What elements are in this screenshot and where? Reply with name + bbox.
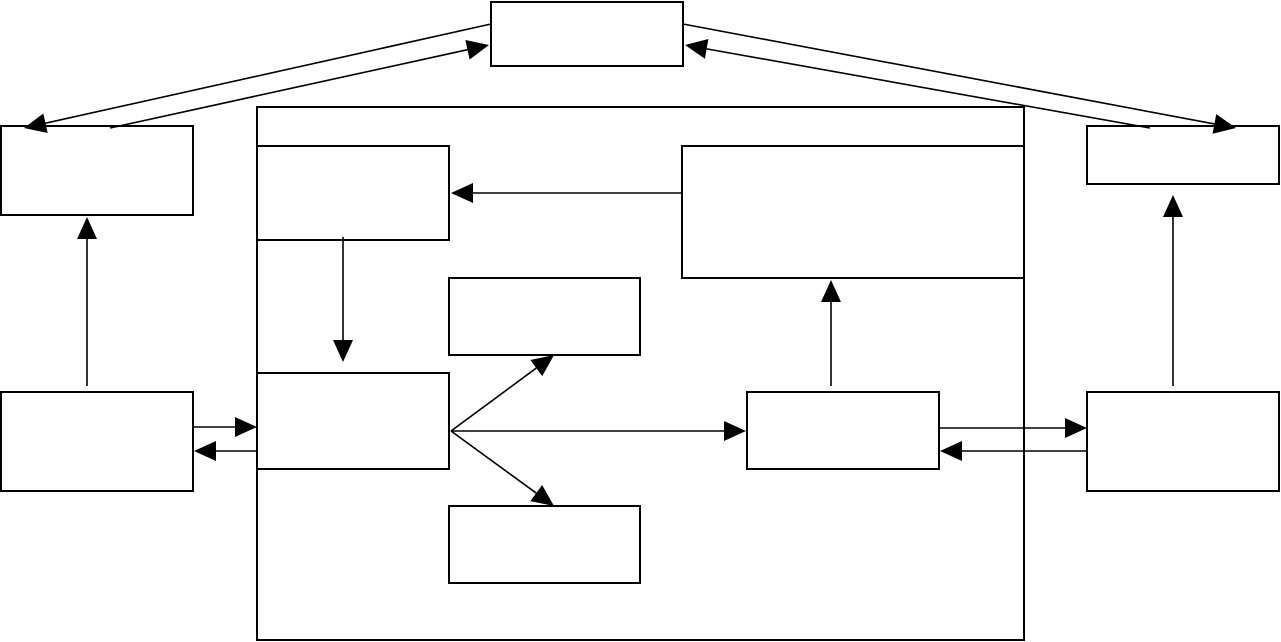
arrowhead-icon	[530, 484, 554, 506]
arrow-right-bottom-box-to-right-top-box	[1163, 195, 1183, 386]
left-top-box	[0, 125, 194, 216]
arrowhead-icon	[940, 441, 962, 461]
arrowhead-icon	[333, 340, 353, 362]
arrowhead-icon	[451, 183, 473, 203]
inner-top-left-box	[256, 145, 450, 241]
arrowhead-icon	[821, 280, 841, 302]
arrow-inner-central-box-to-left-bottom-box	[194, 441, 257, 461]
arrow-inner-central-box-to-inner-bottom-box	[450, 430, 554, 506]
arrow-line	[109, 48, 468, 129]
arrowhead-icon	[235, 417, 257, 437]
inner-mid-box-frame	[448, 277, 641, 356]
right-top-box	[1086, 125, 1280, 185]
arrow-line	[706, 48, 1151, 129]
inner-right-box	[746, 391, 940, 470]
left-bottom-box	[0, 391, 194, 492]
inner-bottom-box-frame	[448, 505, 641, 584]
arrow-line	[450, 430, 537, 494]
inner-mid-box	[448, 277, 641, 356]
arrowhead-icon	[1212, 114, 1236, 134]
arrow-right-bottom-box-to-inner-right-box	[940, 441, 1087, 461]
top-box-frame	[490, 1, 684, 67]
arrow-inner-central-box-to-inner-mid-box	[450, 355, 554, 432]
right-bottom-box	[1086, 391, 1280, 492]
top-box	[490, 1, 684, 67]
arrowhead-icon	[724, 421, 746, 441]
arrowhead-icon	[530, 355, 554, 377]
arrow-inner-top-left-box-to-inner-central-box	[333, 237, 353, 362]
inner-bottom-box	[448, 505, 641, 584]
arrowhead-icon	[685, 39, 709, 59]
right-top-box-frame	[1086, 125, 1280, 185]
arrowhead-icon	[1065, 418, 1087, 438]
arrow-top-box-to-left-top-box	[24, 23, 492, 133]
left-bottom-box-frame	[0, 391, 194, 492]
inner-central-box	[256, 372, 450, 470]
inner-right-box-frame	[746, 391, 940, 470]
arrow-line	[450, 367, 537, 432]
arrow-inner-right-box-to-right-bottom-box	[940, 418, 1087, 438]
inner-top-left-box-frame	[256, 145, 450, 241]
arrow-left-bottom-box-to-inner-central-box	[194, 417, 257, 437]
arrow-inner-right-box-to-inner-top-right-box	[821, 280, 841, 386]
arrow-line	[45, 23, 492, 124]
arrow-line	[682, 23, 1215, 125]
arrow-right-top-box-to-top-box	[685, 39, 1151, 129]
inner-top-right-box-frame	[681, 145, 1025, 279]
arrow-left-bottom-box-to-left-top-box	[77, 217, 97, 386]
right-bottom-box-frame	[1086, 391, 1280, 492]
arrowhead-icon	[77, 217, 97, 239]
left-top-box-frame	[0, 125, 194, 216]
arrow-inner-top-right-box-to-inner-top-left-box	[451, 183, 682, 203]
arrowhead-icon	[465, 39, 489, 60]
arrowhead-icon	[194, 441, 216, 461]
arrow-inner-central-box-to-inner-right-box	[451, 421, 746, 441]
arrow-top-box-to-right-top-box	[682, 23, 1236, 134]
inner-top-right-box	[681, 145, 1025, 279]
inner-central-box-frame	[256, 372, 450, 470]
arrowhead-icon	[1163, 195, 1183, 217]
arrowhead-icon	[24, 113, 48, 133]
arrow-left-top-box-to-top-box	[109, 39, 489, 129]
